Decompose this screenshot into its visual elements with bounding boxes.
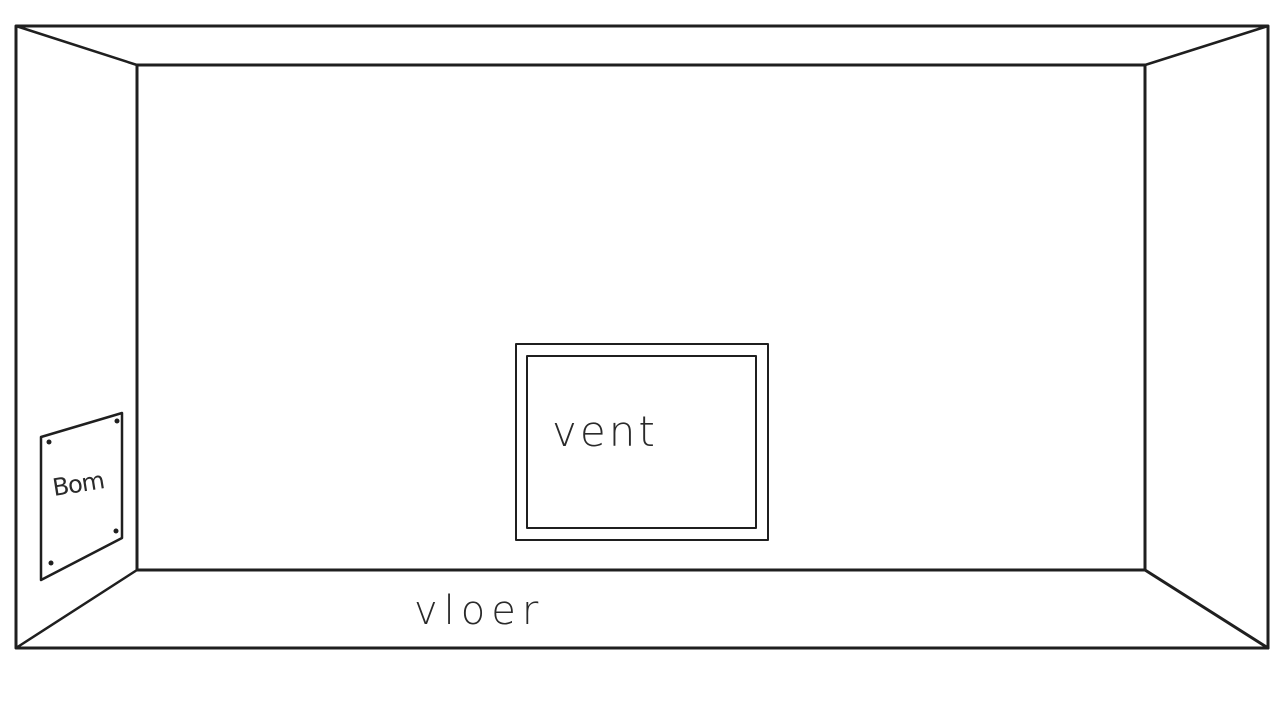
wall-sign[interactable]: Bom	[39, 411, 124, 582]
vent-outer-frame	[515, 343, 769, 541]
edge-bottom-left	[14, 568, 139, 650]
sign-screw-bottom-right	[113, 528, 119, 534]
wall-sign-board	[39, 411, 124, 582]
vent-label: vent	[552, 407, 658, 456]
back-wall	[135, 63, 1147, 572]
sign-screw-bottom-left	[48, 560, 54, 566]
outer-frame	[14, 24, 1270, 650]
vent-inner-frame	[526, 355, 757, 529]
sign-screw-top-right	[114, 418, 120, 424]
vent[interactable]: vent	[515, 343, 769, 541]
edge-top-left	[14, 24, 139, 67]
wall-sign-label: Bom	[51, 466, 106, 502]
edge-bottom-right	[1143, 568, 1270, 650]
edge-top-right	[1143, 24, 1270, 67]
sign-screw-top-left	[46, 439, 52, 445]
floor-label: vloer	[414, 588, 544, 634]
